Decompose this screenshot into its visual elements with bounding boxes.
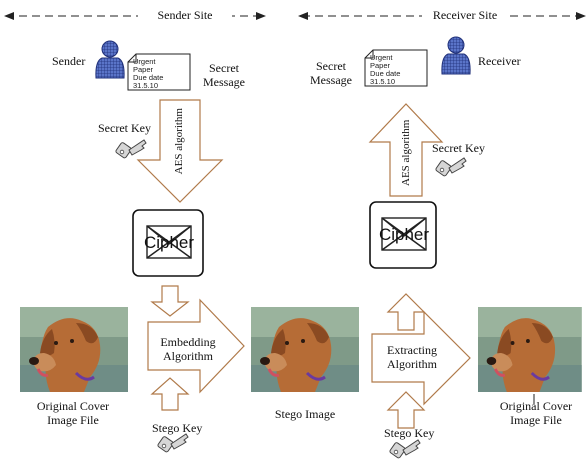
receiver-note-line-1: Urgent [370, 53, 393, 62]
sender-label: Sender [52, 54, 85, 68]
sender-note-line-1: Urgent [133, 57, 156, 66]
sender-note-line-2: Paper [133, 65, 154, 74]
sender-cipher-down-arrow [150, 285, 190, 317]
sender-note-card: Urgent Paper Due date 31.5.10 [127, 53, 191, 91]
receiver-note-line-4: 31.5.10 [370, 77, 395, 86]
receiver-message-label-1: Secret [316, 59, 347, 73]
stego-image [249, 305, 361, 394]
receiver-cover-label-1: Original Cover [500, 399, 572, 413]
receiver-note-card: Urgent Paper Due date 31.5.10 [364, 49, 428, 87]
sender-aes-arrow [136, 99, 224, 203]
receiver-icon [441, 36, 471, 75]
receiver-secret-key-icon [434, 157, 467, 178]
receiver-label: Receiver [478, 54, 521, 68]
receiver-note-line-3: Due date [370, 69, 400, 78]
sender-icon [95, 40, 125, 79]
receiver-cipher-up-arrow [386, 293, 426, 331]
sender-secret-key-label: Secret Key [98, 121, 151, 135]
sender-cipher-text: Cipher [144, 233, 194, 252]
sender-note-line-4: 31.5.10 [133, 81, 158, 90]
original-cover-image [18, 305, 130, 394]
receiver-note-line-2: Paper [370, 61, 391, 70]
receiver-aes-label: AES algorithm [400, 119, 412, 186]
sender-stego-key-label: Stego Key [152, 421, 202, 435]
extracting-arrow [371, 310, 471, 406]
sender-cipher-box: Cipher [132, 209, 204, 277]
sender-stego-key-arrow [150, 377, 190, 411]
receiver-message-label-2: Message [310, 73, 352, 87]
receiver-cipher-text: Cipher [379, 225, 429, 244]
embedding-label-1: Embedding [160, 335, 215, 349]
receiver-stego-key-label: Stego Key [384, 426, 434, 440]
receiver-secret-key-label: Secret Key [432, 141, 485, 155]
extracting-label-1: Extracting [387, 343, 437, 357]
sender-site-label: Sender Site [158, 8, 213, 22]
receiver-site-divider: Receiver Site [298, 8, 586, 22]
sender-cover-label-1: Original Cover [37, 399, 109, 413]
sender-aes-label: AES algorithm [173, 108, 185, 175]
sender-message-label-2: Message [203, 75, 245, 89]
sender-note-line-3: Due date [133, 73, 163, 82]
receiver-stego-key-arrow [386, 391, 426, 429]
sender-secret-key-icon [114, 139, 147, 160]
stego-image-label: Stego Image [275, 407, 335, 421]
extracting-label-2: Algorithm [387, 357, 438, 371]
sender-cover-label-2: Image File [47, 413, 99, 427]
sender-message-label-1: Secret [209, 61, 240, 75]
receiver-stego-key-icon [388, 439, 421, 460]
sender-stego-key-icon [156, 433, 189, 454]
receiver-aes-arrow [368, 103, 444, 197]
embedding-label-2: Algorithm [163, 349, 214, 363]
receiver-cover-label-2: Image File [510, 413, 562, 427]
receiver-site-label: Receiver Site [433, 8, 497, 22]
sender-site-divider: Sender Site [4, 8, 266, 22]
embedding-arrow [147, 298, 245, 394]
receiver-cipher-box: Cipher [369, 201, 437, 269]
receiver-original-cover-image [476, 305, 584, 394]
